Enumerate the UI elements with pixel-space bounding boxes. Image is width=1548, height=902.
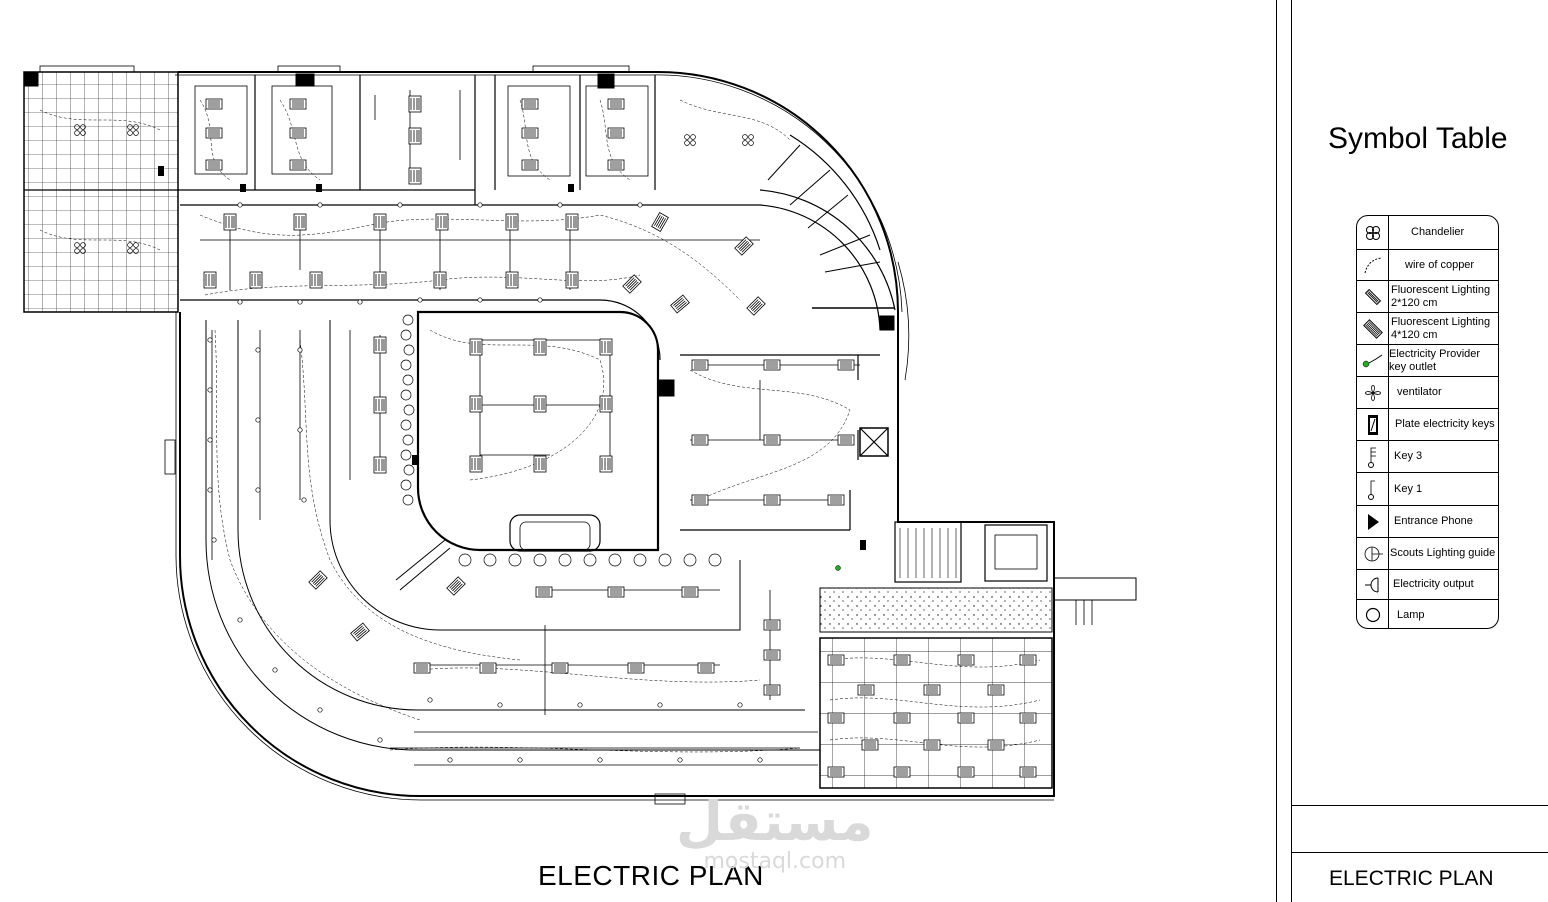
symbol-label: Lamp: [1397, 608, 1425, 621]
symbol-label: Entrance Phone: [1394, 515, 1473, 528]
electric-floor-plan: [23, 65, 1137, 805]
symbol-row: Plate electricity keys: [1357, 408, 1498, 440]
electricity-output-icon: [1357, 570, 1389, 599]
watermark-latin: mostaql.com: [703, 849, 847, 874]
symbol-row: wire of copper: [1357, 249, 1498, 280]
title-block-border-outer: [1276, 0, 1277, 902]
symbol-label: Fluorescent Lighting 4*120 cm: [1391, 315, 1491, 341]
symbol-row: Fluorescent Lighting 2*120 cm: [1357, 280, 1498, 312]
symbol-label: Scouts Lighting guide: [1390, 547, 1496, 560]
lamp-icon: [1357, 600, 1389, 628]
symbol-row: Key 1: [1357, 472, 1498, 505]
entrance-phone-icon: [1357, 506, 1389, 537]
symbol-row: ventilator: [1357, 376, 1498, 408]
key-3-icon: [1357, 441, 1389, 472]
symbol-table: Chandelier wire of copper Fluorescent Li…: [1356, 215, 1499, 629]
symbol-row: Key 3: [1357, 440, 1498, 472]
symbol-table-title: Symbol Table: [1328, 122, 1508, 155]
building-outline: [178, 70, 1055, 797]
symbol-row: Lamp: [1357, 599, 1498, 628]
title-block-footer-title: ELECTRIC PLAN: [1329, 867, 1494, 890]
symbol-label: Electricity output: [1393, 578, 1474, 591]
symbol-label: Key 1: [1394, 482, 1423, 495]
copper-wire-icon: [1357, 250, 1389, 280]
symbol-row: Fluorescent Lighting 4*120 cm: [1357, 312, 1498, 344]
fluorescent-2x120-icon: [1357, 281, 1389, 312]
symbol-label: Key 3: [1394, 450, 1423, 463]
ventilator-icon: [1357, 377, 1389, 408]
watermark: مستقل mostaql.com: [676, 795, 874, 873]
plate-key-icon: [1357, 409, 1389, 440]
symbol-label: ventilator: [1397, 386, 1442, 399]
symbol-row: Chandelier: [1357, 216, 1498, 249]
symbol-row: Electricity output: [1357, 569, 1498, 599]
symbol-label: Electricity Provider key outlet: [1389, 347, 1481, 373]
symbol-row: Electricity Provider key outlet: [1357, 344, 1498, 376]
key-1-icon: [1357, 473, 1389, 505]
fluorescent-4x120-icon: [1357, 313, 1389, 344]
symbol-label: Plate electricity keys: [1395, 418, 1495, 431]
symbol-row: Scouts Lighting guide: [1357, 537, 1498, 569]
title-block-divider-1: [1291, 805, 1548, 806]
grid-room-southeast: [819, 637, 1053, 789]
symbol-label: Chandelier: [1411, 226, 1465, 239]
watermark-arabic: مستقل: [676, 790, 874, 853]
scouts-lighting-icon: [1357, 538, 1389, 569]
title-block-divider-2: [1291, 852, 1548, 853]
plan-title: ELECTRIC PLAN: [538, 860, 764, 891]
central-courtyard: [416, 310, 660, 552]
symbol-row: Entrance Phone: [1357, 505, 1498, 537]
title-block-border-inner: [1291, 0, 1292, 902]
grid-room-west: [23, 71, 179, 313]
symbol-label: Fluorescent Lighting 2*120 cm: [1391, 283, 1491, 309]
provider-key-outlet-icon: [1357, 345, 1389, 376]
symbol-label: wire of copper: [1405, 258, 1475, 271]
chandelier-icon: [1357, 216, 1389, 249]
